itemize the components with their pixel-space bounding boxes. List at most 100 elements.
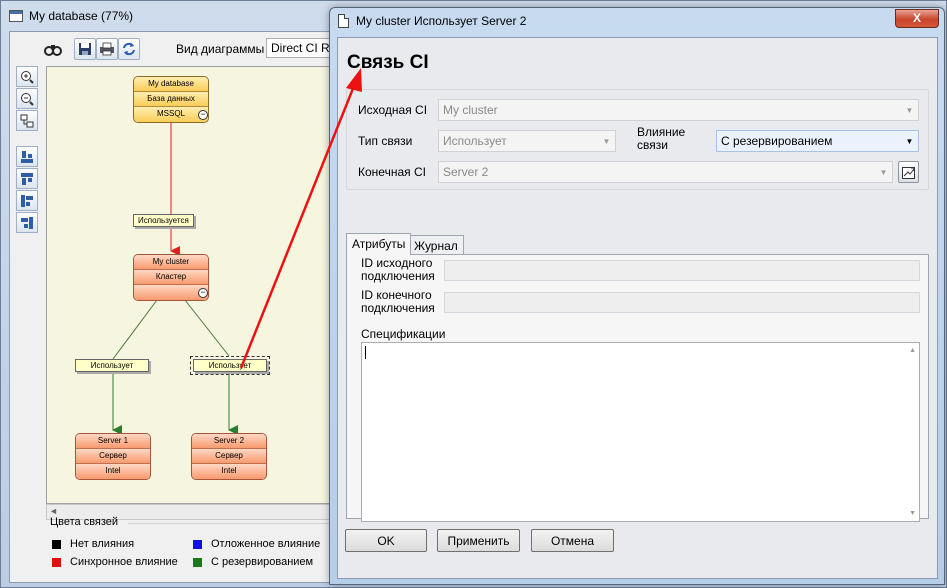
scroll-up-icon[interactable]: ▲: [909, 347, 916, 354]
ci-relation-dialog: My cluster Использует Server 2 X Связь C…: [329, 7, 945, 585]
legend-swatch: [52, 539, 61, 549]
legend-item-reserved: С резервированием: [193, 556, 313, 568]
collapse-icon[interactable]: −: [198, 110, 208, 120]
layout-top-icon[interactable]: [16, 168, 38, 189]
layout-left-icon[interactable]: [16, 190, 38, 211]
legend-swatch: [52, 557, 61, 567]
diagram-canvas[interactable]: My database База данных MSSQL − Использу…: [46, 66, 346, 504]
node-type: Кластер: [134, 270, 208, 285]
edge-cluster-server2-upper[interactable]: [184, 299, 230, 357]
legend-label: Отложенное влияние: [211, 538, 321, 550]
node-name: My cluster: [134, 255, 208, 270]
node-type: Сервер: [76, 449, 150, 464]
impact-label-line1: Влияние: [637, 125, 686, 139]
node-type: Сервер: [192, 449, 266, 464]
legend-divider: [128, 523, 341, 524]
source-conn-id-label-line1: ID исходного: [361, 256, 433, 270]
dialog-heading: Связь CI: [347, 52, 429, 73]
node-detail: Intel: [76, 464, 150, 479]
node-name: Server 2: [192, 434, 266, 449]
target-conn-id-label: ID конечного подключения: [361, 289, 435, 315]
layout-right-icon[interactable]: [16, 212, 38, 233]
diagram-node-server-2[interactable]: Server 2 Сервер Intel: [191, 433, 267, 480]
target-conn-id-label-line1: ID конечного: [361, 288, 432, 302]
chevron-down-icon[interactable]: ▼: [905, 105, 914, 115]
specs-label: Спецификации: [361, 327, 446, 341]
legend-item-deferred-impact: Отложенное влияние: [193, 538, 320, 550]
tab-attributes[interactable]: Атрибуты: [346, 233, 412, 255]
background-window-titlebar: My database (77%): [9, 6, 133, 26]
scroll-left-icon[interactable]: ◄: [49, 506, 58, 516]
legend-item-sync-impact: Синхронное влияние: [52, 556, 178, 568]
chevron-down-icon[interactable]: ▼: [879, 167, 888, 177]
edge-color-legend: Цвета связей Нет влияния Синхронное влия…: [46, 516, 341, 582]
node-type: База данных: [134, 92, 208, 107]
dialog-body: Связь CI Исходная CI My cluster ▼ Тип св…: [337, 37, 938, 579]
fit-diagram-icon[interactable]: [16, 110, 38, 131]
attributes-panel: ID исходного подключения ID конечного по…: [346, 254, 929, 522]
apply-button[interactable]: Применить: [437, 529, 520, 552]
binoculars-icon[interactable]: [42, 38, 64, 60]
diagram-type-label: Вид диаграммы: [176, 42, 265, 56]
target-conn-id-label-line2: подключения: [361, 301, 435, 315]
source-ci-select[interactable]: My cluster ▼: [438, 99, 919, 121]
open-ci-button[interactable]: [898, 161, 919, 183]
specs-textarea[interactable]: ▲ ▼: [361, 342, 920, 522]
edge-cluster-server1-upper[interactable]: [112, 299, 158, 360]
target-ci-select[interactable]: Server 2 ▼: [438, 161, 893, 183]
layout-bottom-icon[interactable]: [16, 146, 38, 167]
relation-type-select[interactable]: Использует ▼: [438, 130, 616, 152]
cancel-button[interactable]: Отмена: [531, 529, 614, 552]
node-detail: Intel: [192, 464, 266, 479]
close-button[interactable]: X: [895, 9, 939, 28]
node-detail: MSSQL: [134, 107, 208, 122]
ok-button[interactable]: OK: [345, 529, 427, 552]
save-icon[interactable]: [74, 38, 96, 60]
legend-label: С резервированием: [211, 556, 314, 568]
diagram-type-select[interactable]: Direct CI Rela: [266, 38, 346, 58]
legend-swatch: [193, 539, 202, 549]
relation-type-value: Использует: [443, 134, 507, 148]
impact-value: С резервированием: [721, 134, 833, 148]
diagram-node-my-database[interactable]: My database База данных MSSQL: [133, 76, 209, 123]
print-icon[interactable]: [96, 38, 118, 60]
target-ci-value: Server 2: [443, 165, 489, 179]
edge-label-uses-server1[interactable]: Использует: [75, 359, 149, 372]
refresh-icon[interactable]: [118, 38, 140, 60]
background-window-title: My database (77%): [29, 9, 134, 23]
legend-item-no-impact: Нет влияния: [52, 538, 134, 550]
impact-label: Влияние связи: [637, 126, 685, 152]
impact-label-line2: связи: [637, 138, 668, 152]
zoom-out-icon[interactable]: [16, 88, 38, 109]
relation-type-label: Тип связи: [358, 134, 413, 148]
source-ci-value: My cluster: [443, 103, 498, 117]
scroll-down-icon[interactable]: ▼: [909, 510, 916, 517]
target-ci-label: Конечная CI: [358, 165, 426, 179]
canvas-horizontal-scrollbar[interactable]: ◄: [46, 504, 346, 520]
node-name: Server 1: [76, 434, 150, 449]
source-conn-id-field[interactable]: [444, 260, 920, 281]
diagram-node-my-cluster[interactable]: My cluster Кластер: [133, 254, 209, 301]
open-chart-icon: [901, 166, 915, 179]
legend-label: Нет влияния: [70, 538, 135, 550]
app-window-icon: [9, 10, 23, 22]
impact-select[interactable]: С резервированием ▼: [716, 130, 919, 152]
node-name: My database: [134, 77, 208, 92]
collapse-icon[interactable]: −: [198, 288, 208, 298]
diagram-node-server-1[interactable]: Server 1 Сервер Intel: [75, 433, 151, 480]
source-conn-id-label-line2: подключения: [361, 269, 435, 283]
legend-swatch: [193, 557, 202, 567]
tab-journal[interactable]: Журнал: [408, 235, 464, 255]
chevron-down-icon[interactable]: ▼: [602, 136, 611, 146]
dialog-title: My cluster Использует Server 2: [356, 14, 527, 28]
legend-title: Цвета связей: [50, 516, 119, 528]
text-caret: [365, 346, 366, 359]
zoom-in-icon[interactable]: [16, 66, 38, 87]
chevron-down-icon[interactable]: ▼: [905, 136, 914, 146]
source-ci-label: Исходная CI: [358, 103, 428, 117]
document-icon: [338, 14, 349, 28]
target-conn-id-field[interactable]: [444, 292, 920, 313]
edge-label-uses-server2-selected[interactable]: Использует: [190, 356, 270, 375]
edge-label-uses[interactable]: Используется: [133, 214, 194, 227]
diagram-edges: [112, 123, 238, 435]
